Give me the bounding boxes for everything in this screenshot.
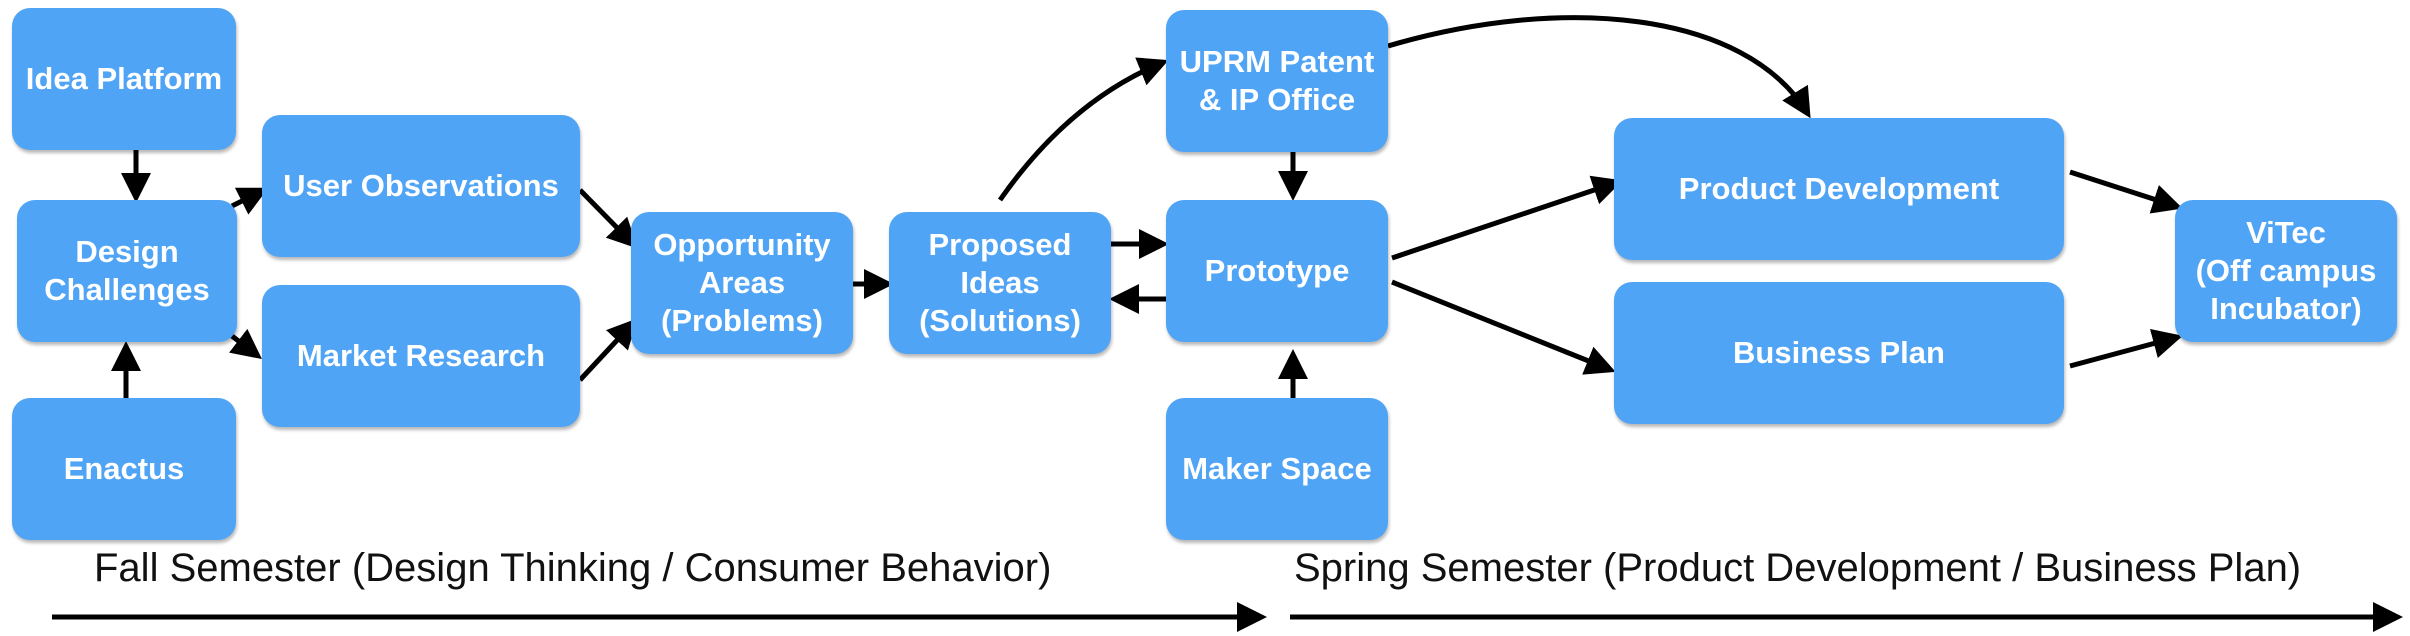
node-maker-space: Maker Space: [1166, 398, 1388, 540]
edges-layer: [111, 15, 2183, 398]
node-enactus: Enactus: [12, 398, 236, 540]
spring-semester-caption: Spring Semester (Product Development / B…: [1294, 546, 2302, 590]
edge-proposed-ideas-to-uprm-patent: [997, 57, 1169, 202]
edge-business-plan-to-vitec: [2069, 328, 2183, 369]
node-product-development: Product Development: [1614, 118, 2064, 260]
edge-design-challenges-to-user-observations: [230, 187, 269, 215]
fall-semester-caption: Fall Semester (Design Thinking / Consume…: [94, 546, 1052, 590]
node-business-plan: Business Plan: [1614, 282, 2064, 424]
edge-uprm-patent-to-product-development: [1387, 15, 1811, 119]
node-user-observations: User Observations: [262, 115, 580, 257]
node-idea-platform: Idea Platform: [12, 8, 236, 150]
edge-prototype-to-product-development: [1391, 175, 1623, 261]
edge-prototype-to-business-plan: [1391, 279, 1616, 375]
node-opportunity-areas: Opportunity Areas (Problems): [631, 212, 853, 354]
edge-market-research-to-opportunity-areas: [578, 318, 638, 382]
edge-design-challenges-to-market-research: [229, 328, 262, 360]
node-design-challenges: Design Challenges: [17, 200, 237, 342]
edge-product-development-to-vitec: [2069, 169, 2183, 214]
edge-user-observations-to-opportunity-areas: [578, 188, 638, 249]
node-uprm-patent: UPRM Patent & IP Office: [1166, 10, 1388, 152]
node-market-research: Market Research: [262, 285, 580, 427]
node-prototype: Prototype: [1166, 200, 1388, 342]
node-vitec: ViTec (Off campus Incubator): [2175, 200, 2397, 342]
node-proposed-ideas: Proposed Ideas (Solutions): [889, 212, 1111, 354]
